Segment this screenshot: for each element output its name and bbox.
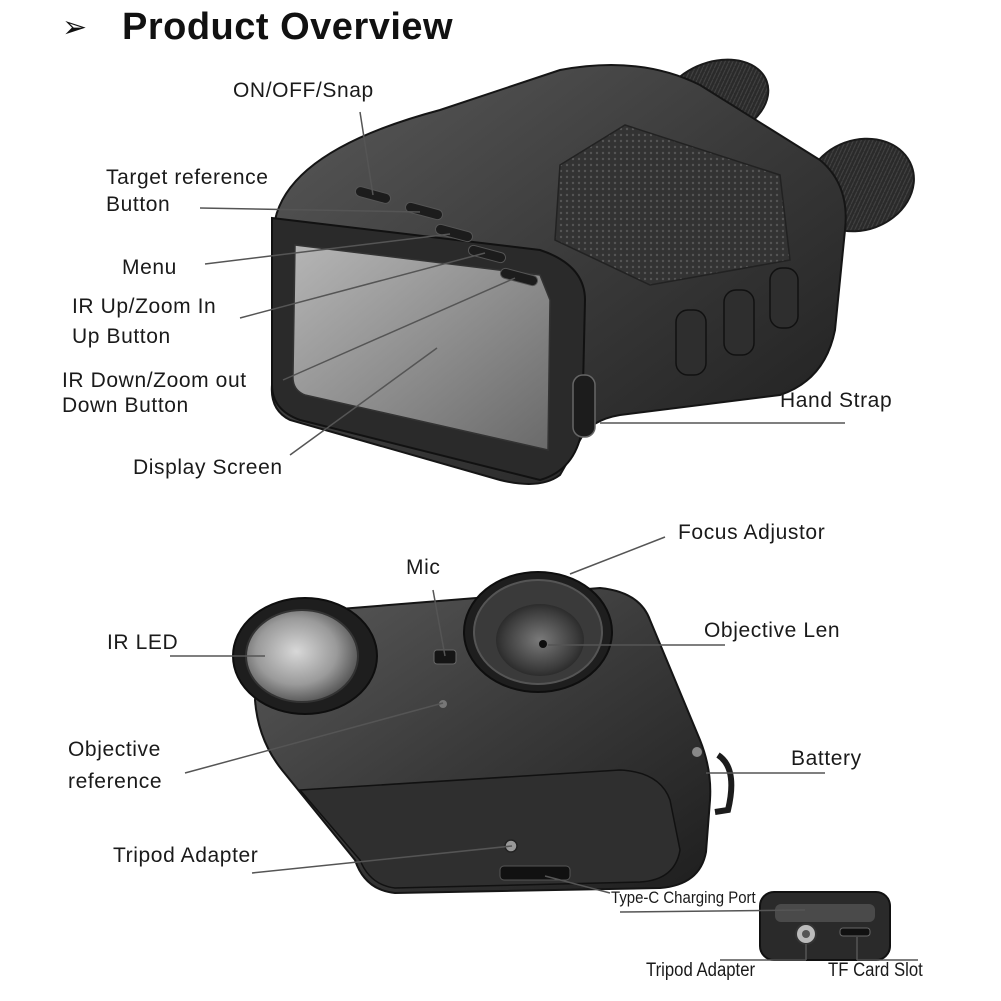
label-objective-reference-line1: Objective: [68, 737, 161, 762]
label-ir-up-line2: Up Button: [72, 324, 171, 349]
type-c-port: [500, 866, 570, 880]
label-ir-up-line1: IR Up/Zoom In: [72, 294, 216, 319]
battery-dot: [692, 747, 702, 757]
bottom-device: [233, 572, 731, 893]
battery-latch: [715, 755, 731, 812]
label-mic: Mic: [406, 555, 440, 580]
top-device: [272, 45, 927, 484]
label-objective-reference-line2: reference: [68, 769, 162, 794]
label-tf-card-slot: TF Card Slot: [828, 960, 923, 983]
label-ir-down-line1: IR Down/Zoom out: [62, 368, 247, 393]
inset-ports: [760, 892, 890, 960]
label-hand-strap: Hand Strap: [780, 388, 892, 413]
bottom-lower-panel: [300, 770, 680, 888]
label-tripod-adapter: Tripod Adapter: [113, 843, 258, 868]
label-ir-led: IR LED: [107, 630, 178, 655]
label-ir-down-line2: Down Button: [62, 393, 189, 418]
label-type-c-charging-port: Type-C Charging Port: [611, 888, 756, 908]
label-target-reference-line2: Button: [106, 192, 170, 217]
label-battery: Battery: [791, 746, 862, 771]
label-display-screen: Display Screen: [133, 455, 283, 480]
label-focus-adjustor: Focus Adjustor: [678, 520, 825, 545]
hand-strap-loop: [573, 375, 595, 437]
label-on-off-snap: ON/OFF/Snap: [233, 78, 374, 103]
objective-lens: [464, 572, 612, 692]
label-inset-tripod-adapter: Tripod Adapter: [646, 960, 755, 983]
label-menu: Menu: [122, 255, 177, 280]
label-target-reference-line1: Target reference: [106, 165, 269, 190]
label-objective-len: Objective Len: [704, 618, 840, 643]
